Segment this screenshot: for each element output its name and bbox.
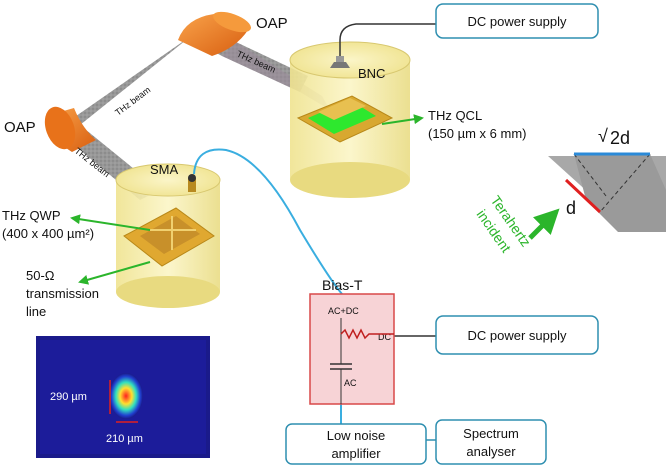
sqrt2d-label: 2d <box>610 128 630 148</box>
oap-left-label: OAP <box>4 119 36 136</box>
bias-t-acdc: AC+DC <box>328 306 359 316</box>
spectrum-analyser: Spectrum analyser <box>435 419 547 465</box>
bias-t-ac: AC <box>344 378 357 388</box>
dc-power-supply-mid: DC power supply <box>435 315 599 355</box>
sma-cable <box>193 148 343 295</box>
dc-power-supply-top-label: DC power supply <box>468 14 567 29</box>
bnc-connector <box>330 56 350 68</box>
qcl-contact <box>318 98 366 120</box>
geometry-side-edge <box>564 178 602 214</box>
bnc-label: BNC <box>358 66 385 81</box>
oap-mirror-top <box>178 11 251 56</box>
oap-top-label: OAP <box>256 15 288 32</box>
tline-label-3: line <box>26 304 46 319</box>
qcl-pointer-arrow <box>381 114 424 125</box>
beam-width-label: 210 µm <box>106 433 143 445</box>
qwp-cryostat <box>115 163 221 308</box>
incident-arrow <box>528 208 560 240</box>
low-noise-amplifier: Low noise amplifier <box>285 423 427 465</box>
bias-tee: Bias-T AC+DC DC AC <box>309 277 395 405</box>
spectrum-label-1: Spectrum <box>463 426 519 441</box>
bnc-cable <box>339 23 436 56</box>
geometry-diagram: √ 2d d <box>548 126 666 232</box>
d-label: d <box>566 198 576 218</box>
lna-label-2: amplifier <box>331 446 381 461</box>
bias-t-label: Bias-T <box>322 277 363 293</box>
oap-mirror-left <box>44 106 96 152</box>
tline-label-1: 50-Ω <box>26 268 55 283</box>
terahertz-incident: Terahertz incident <box>474 193 560 255</box>
beam-profile-image: 290 µm 210 µm <box>36 336 210 458</box>
qcl-cryostat <box>289 41 411 198</box>
sma-connector <box>188 174 196 192</box>
tline-pointer-arrow <box>78 261 151 285</box>
bias-t-dc: DC <box>378 332 391 342</box>
sqrt-symbol: √ <box>598 126 608 146</box>
lna-label-1: Low noise <box>327 428 386 443</box>
geometry-prism <box>574 154 666 232</box>
inductor-icon <box>340 328 394 340</box>
beam-spot <box>109 373 143 419</box>
qwp-title: THz QWP <box>2 208 61 223</box>
qwp-dims: (400 x 400 µm²) <box>2 226 94 241</box>
beam-height-label: 290 µm <box>50 391 87 403</box>
dc-power-supply-mid-label: DC power supply <box>468 328 567 343</box>
qwp-pointer-arrow <box>70 214 151 231</box>
spectrum-label-2: analyser <box>466 444 516 459</box>
qcl-title: THz QCL <box>428 108 482 123</box>
sma-label: SMA <box>150 162 179 177</box>
qcl-dims: (150 µm x 6 mm) <box>428 126 527 141</box>
dc-power-supply-top: DC power supply <box>435 3 599 39</box>
tline-label-2: transmission <box>26 286 99 301</box>
